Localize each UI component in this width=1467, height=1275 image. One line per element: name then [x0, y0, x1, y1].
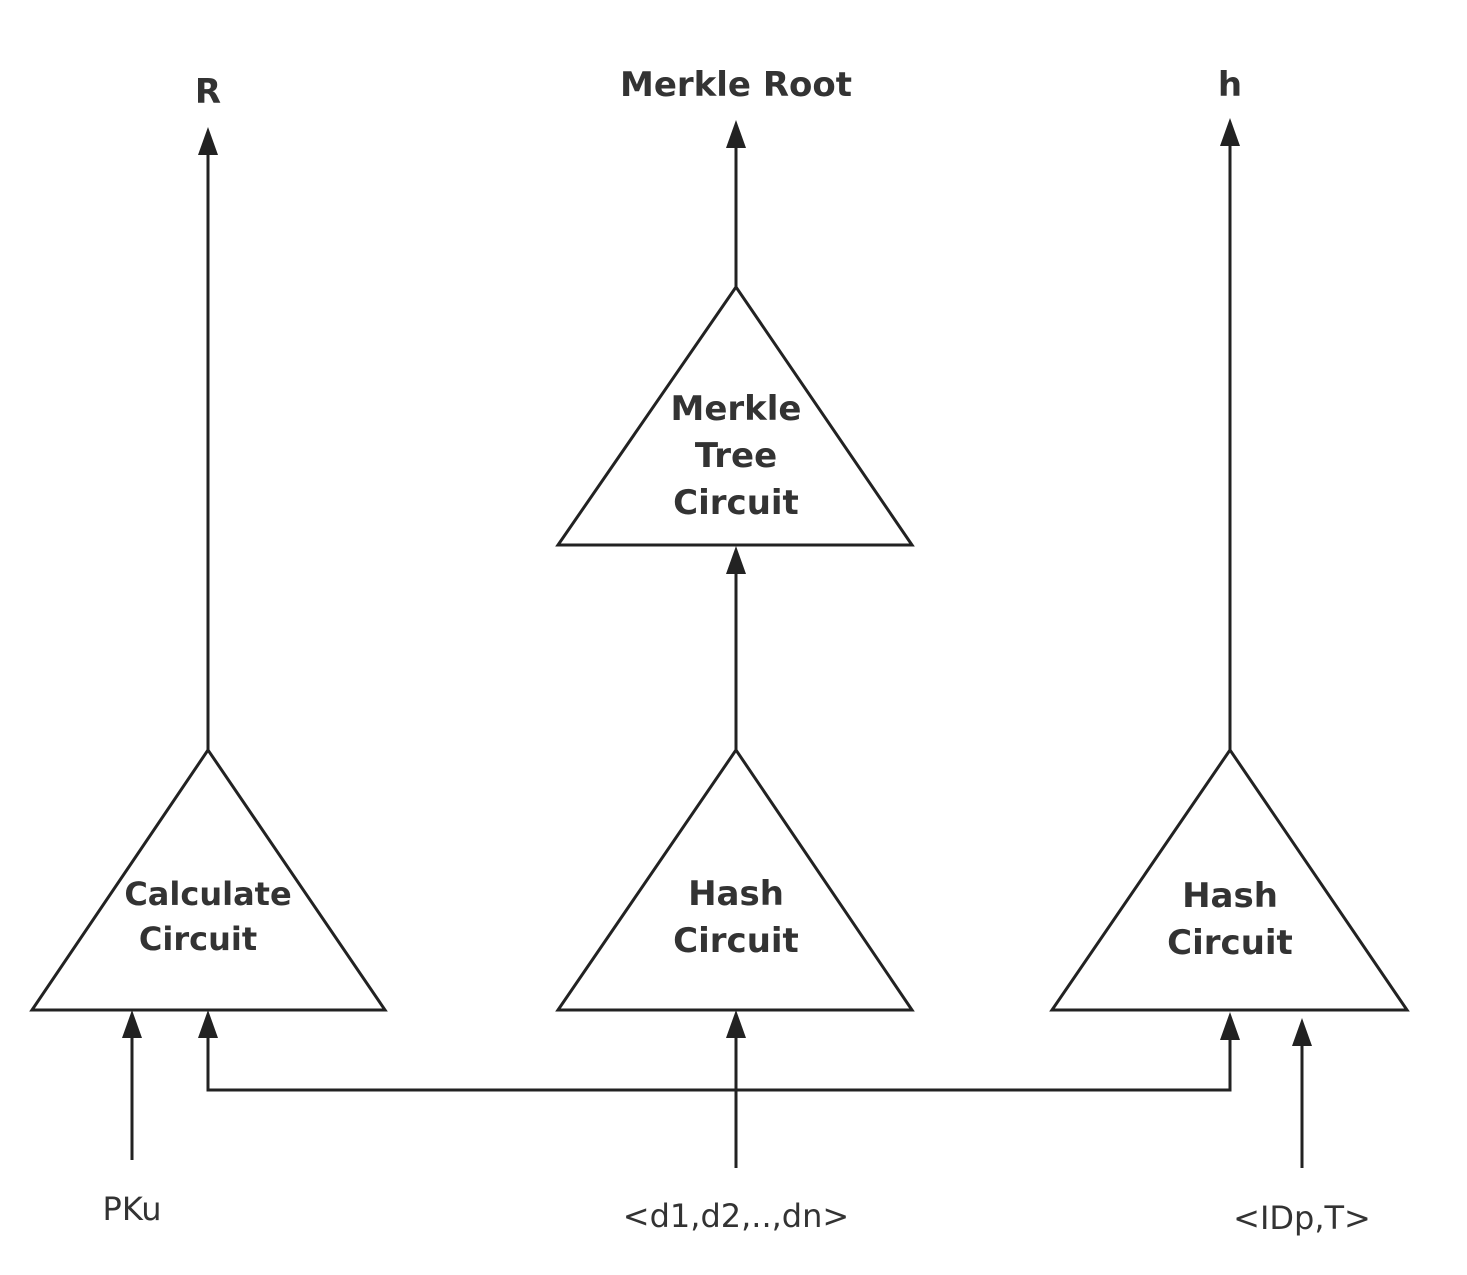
- output-label-merkle-root: Merkle Root: [620, 65, 852, 105]
- hash-circuit-right-block: Hash Circuit: [1049, 747, 1410, 1012]
- hash-right-label-line2: Circuit: [1167, 923, 1293, 963]
- arrowhead-hash-middle-input: [726, 1010, 746, 1038]
- arrowhead-hash-right-input-2: [1292, 1018, 1312, 1046]
- calculate-circuit-block: Calculate Circuit: [29, 747, 388, 1012]
- arrowhead-r: [198, 127, 218, 155]
- calculate-label-line2: Circuit: [139, 920, 257, 958]
- arrowhead-merkle-root: [726, 120, 746, 148]
- arrowhead-calculate-input-1: [122, 1010, 142, 1038]
- merkle-tree-circuit-block: Merkle Tree Circuit: [555, 284, 915, 547]
- output-label-h: h: [1218, 65, 1242, 105]
- arrowhead-merkle-tree-input: [726, 546, 746, 574]
- output-label-r: R: [195, 72, 221, 112]
- merkle-tree-label-line3: Circuit: [673, 483, 799, 523]
- input-label-id-t: <IDp,T>: [1233, 1199, 1371, 1237]
- arrowhead-hash-right-input-1: [1220, 1012, 1240, 1040]
- hash-circuit-middle-block: Hash Circuit: [555, 747, 915, 1012]
- arrowhead-h: [1220, 118, 1240, 146]
- arrowhead-calculate-input-2: [198, 1010, 218, 1038]
- hash-right-label-line1: Hash: [1182, 876, 1278, 916]
- calculate-label-line1: Calculate: [124, 875, 291, 913]
- input-label-pku: PKu: [103, 1190, 162, 1228]
- merkle-tree-label-line1: Merkle: [671, 389, 802, 429]
- input-label-data: <d1,d2,..,dn>: [623, 1197, 849, 1235]
- hash-middle-label-line2: Circuit: [673, 921, 799, 961]
- merkle-tree-label-line2: Tree: [695, 436, 777, 476]
- shared-input-bus: [206, 1035, 1232, 1092]
- hash-middle-label-line1: Hash: [688, 874, 784, 914]
